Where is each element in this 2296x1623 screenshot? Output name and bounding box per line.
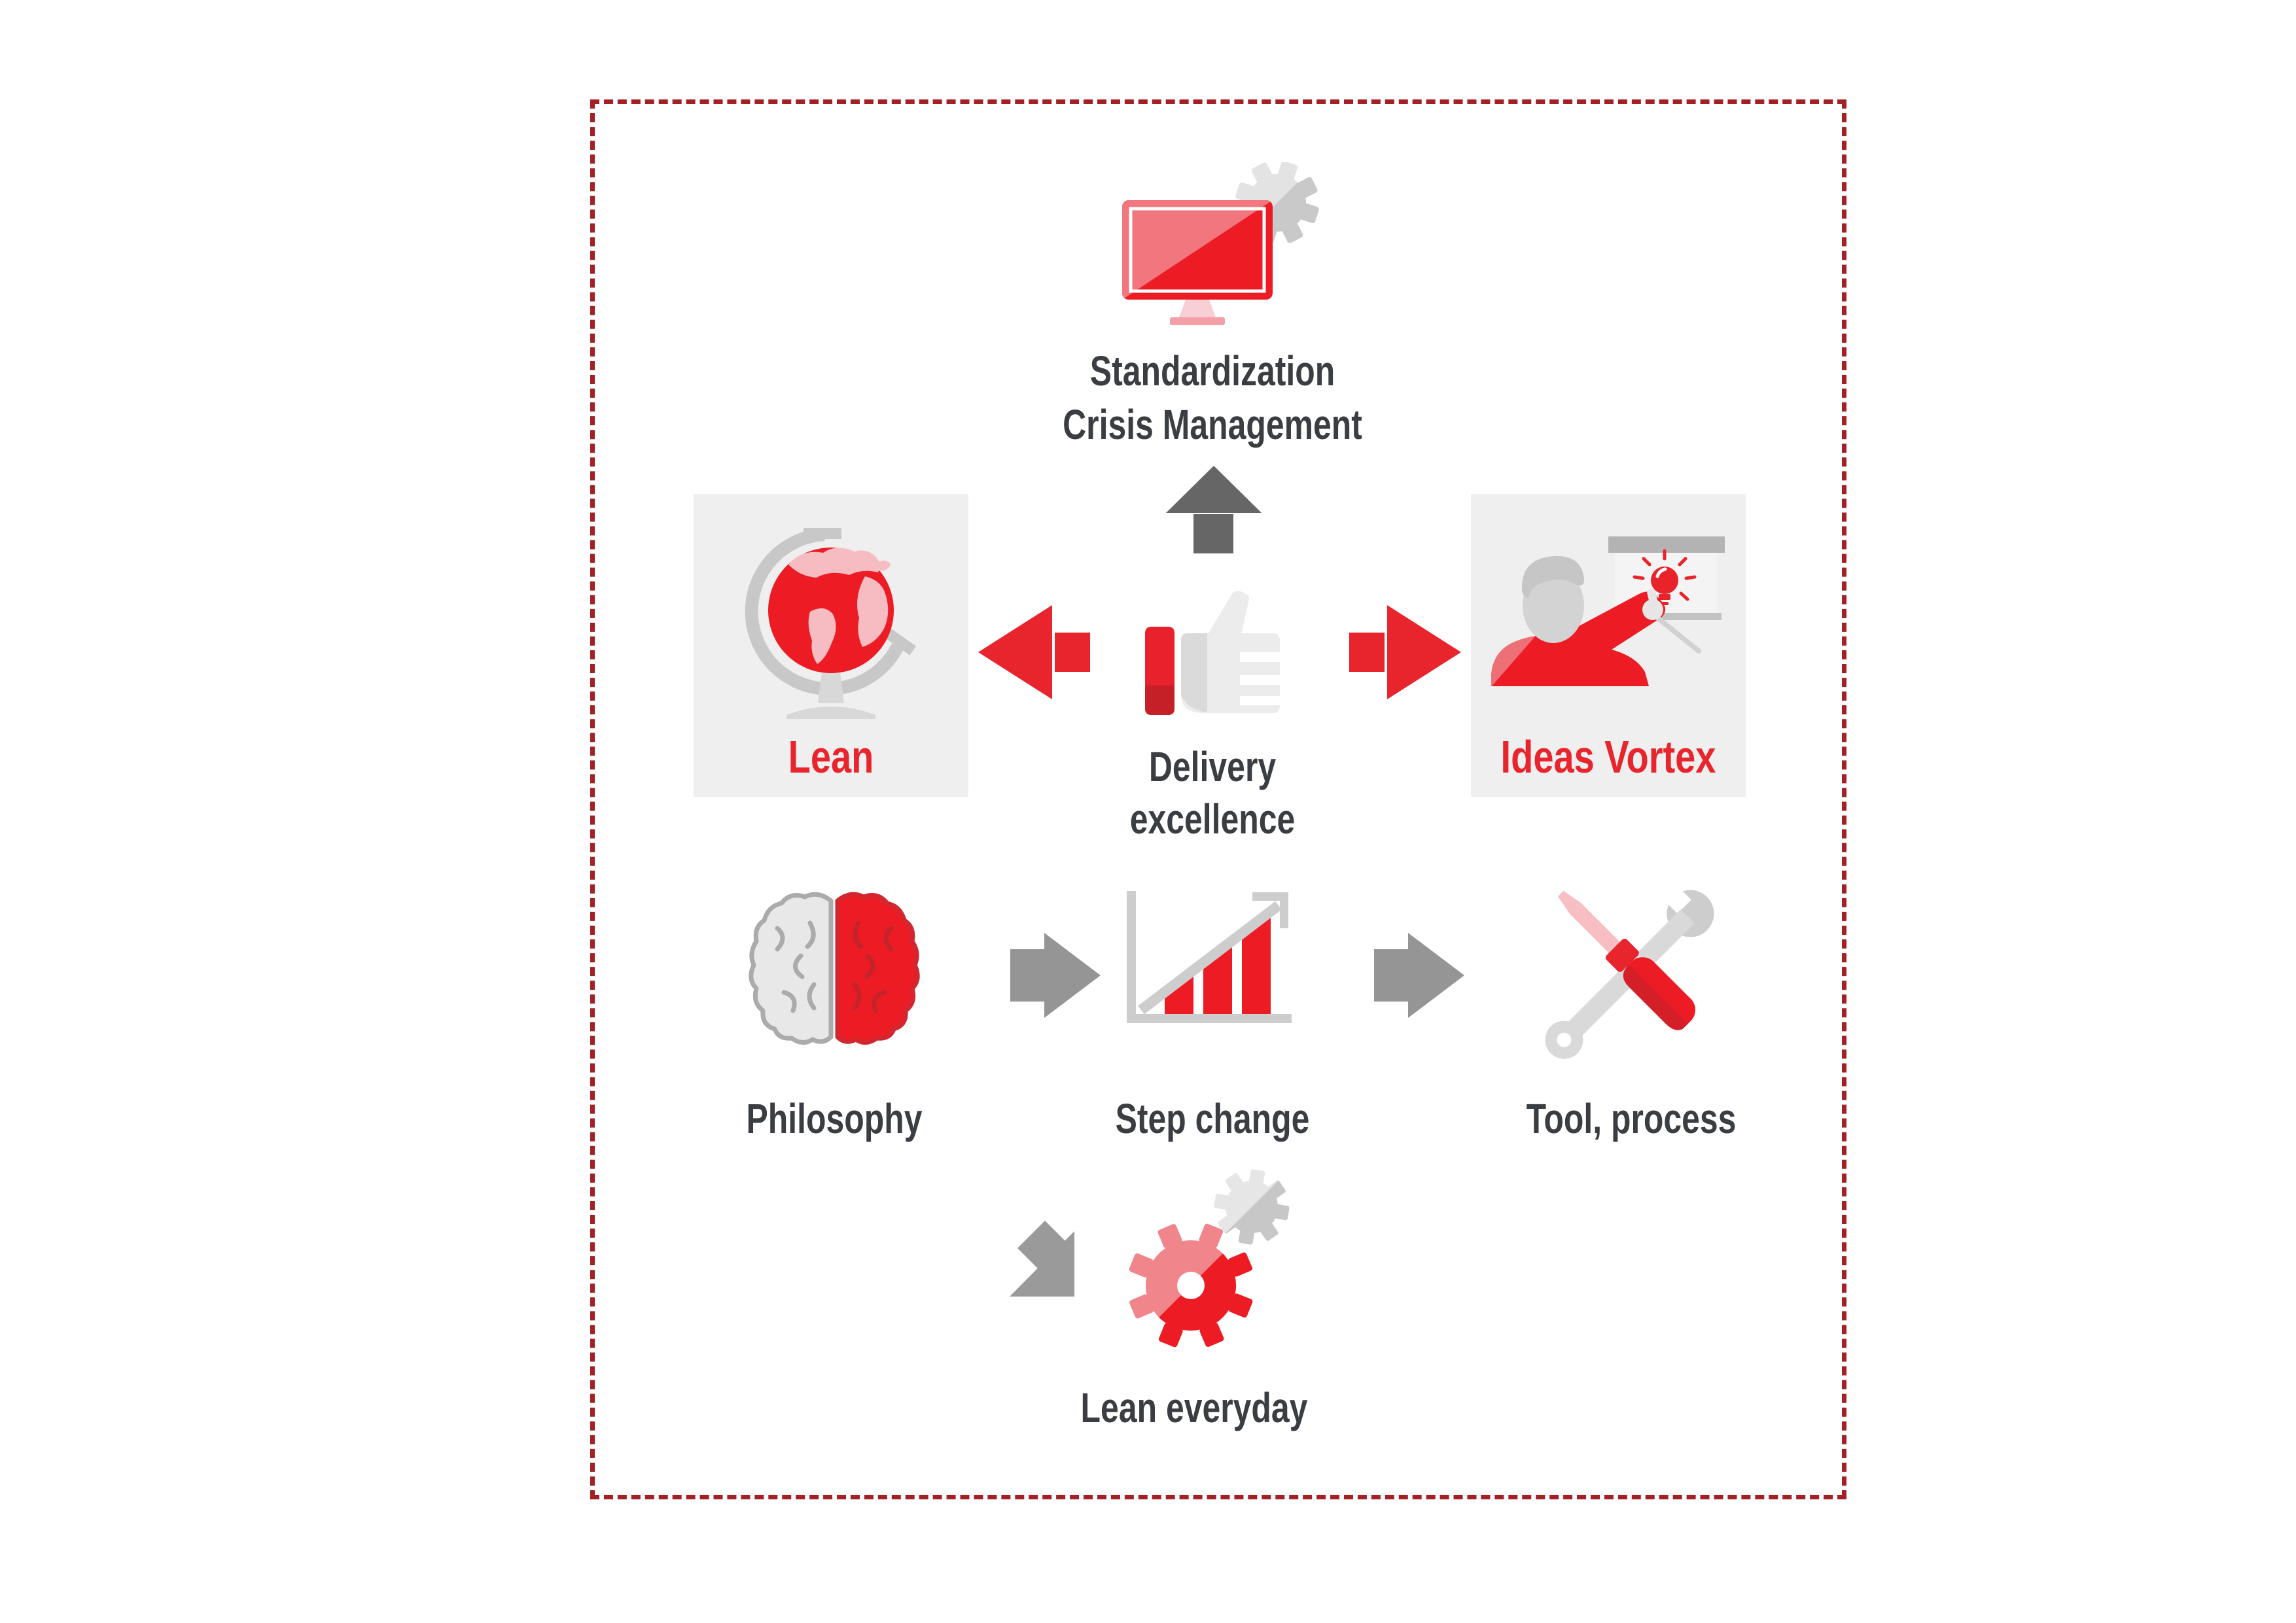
brain-icon — [741, 886, 928, 1050]
presenter-icon — [1477, 510, 1739, 726]
lean-box: Lean — [694, 494, 968, 797]
thumbs-up-icon — [1142, 584, 1282, 722]
ideas-vortex-label: Ideas Vortex — [1500, 731, 1716, 782]
ideas-vortex-box: Ideas Vortex — [1471, 494, 1746, 797]
lean-label: Lean — [788, 731, 874, 782]
lean-everyday-label: Lean everyday — [1080, 1384, 1308, 1431]
up-arrow-icon — [1166, 463, 1262, 555]
step-change-label: Step change — [1115, 1095, 1310, 1142]
standardization-label: Standardization Crisis Management — [1059, 344, 1366, 451]
red-arrow-right-icon — [1347, 605, 1461, 700]
growth-chart-icon — [1127, 891, 1303, 1032]
red-arrow-left-icon — [978, 605, 1093, 700]
dashed-border — [590, 99, 1846, 1499]
delivery-line2: excellence — [1129, 795, 1296, 843]
tools-icon — [1521, 875, 1747, 1065]
philosophy-label: Philosophy — [746, 1095, 923, 1142]
monitor-gear-icon — [1112, 162, 1328, 326]
gears-icon — [1112, 1161, 1309, 1357]
delivery-excellence-label: Delivery excellence — [1059, 741, 1366, 845]
down-right-arrow-icon — [1010, 1218, 1082, 1300]
tool-process-label: Tool, process — [1526, 1095, 1737, 1142]
gray-arrow-right-icon-2 — [1374, 933, 1466, 1018]
standardization-line1: Standardization — [1089, 347, 1335, 394]
gray-arrow-right-icon-1 — [1010, 933, 1102, 1018]
standardization-line2: Crisis Management — [1063, 401, 1362, 448]
globe-icon — [726, 512, 936, 728]
delivery-line1: Delivery — [1148, 743, 1277, 790]
